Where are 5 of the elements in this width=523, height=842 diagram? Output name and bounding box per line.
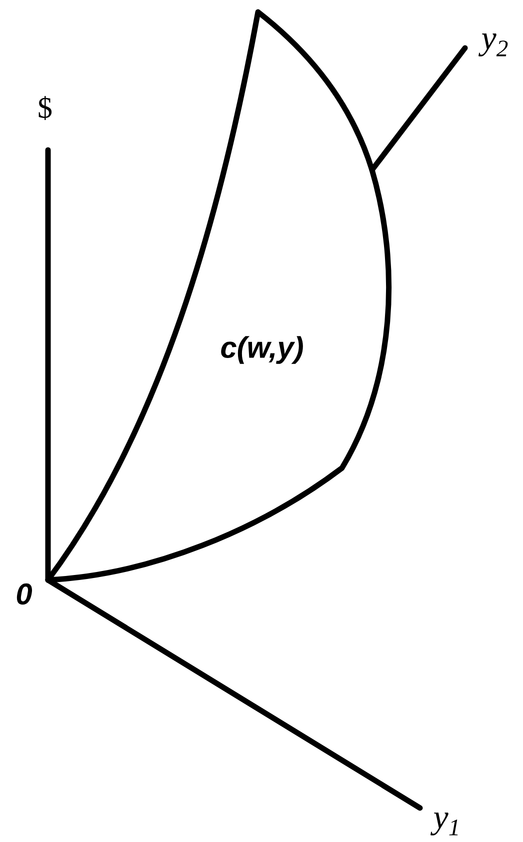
- origin-label: 0: [16, 583, 32, 605]
- surface-label: c(w,y): [221, 336, 303, 364]
- axis-label: y$_{1}$: [430, 812, 458, 836]
- axis-label: y$_{2}$: [478, 34, 508, 56]
- axis-label: $: [38, 96, 52, 120]
